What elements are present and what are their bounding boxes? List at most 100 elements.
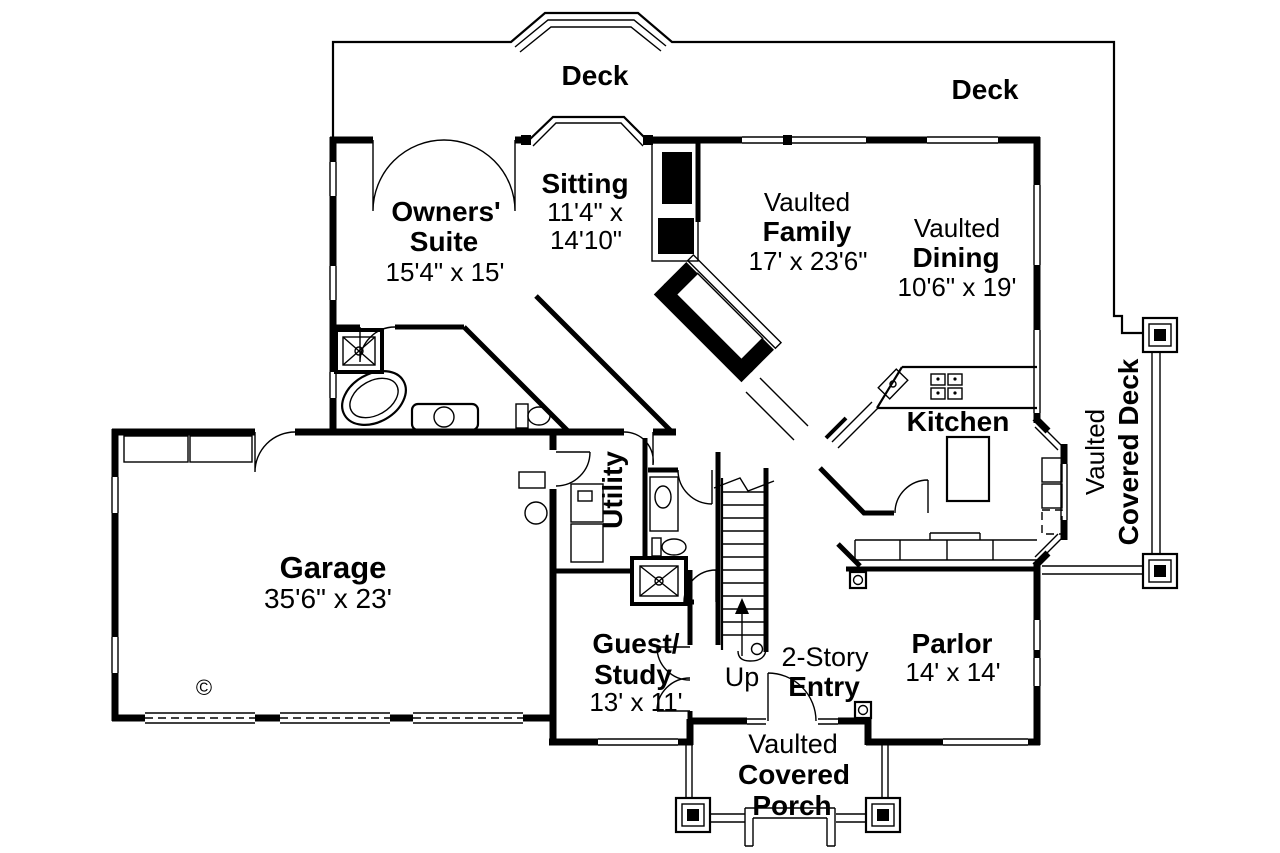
covered-deck-posts: [1141, 316, 1179, 590]
porch-steps: [744, 807, 836, 847]
label-family: Family: [763, 216, 852, 247]
label-entry: Entry: [788, 671, 860, 702]
front-entry-door: [767, 672, 817, 722]
label-parlor: Parlor: [912, 628, 993, 659]
water-heater: [518, 471, 548, 525]
label-parlor-dims: 14' x 14': [905, 657, 1000, 687]
sitting-bay-glass: [532, 122, 644, 147]
porch-rail-left: [685, 745, 693, 798]
label-dining-prefix: Vaulted: [914, 213, 1000, 243]
owners-toilet: [515, 403, 551, 429]
stair-newel: [750, 642, 764, 656]
label-owners-line1: Owners': [391, 196, 500, 227]
window-guest-bottom: [598, 738, 678, 746]
powder-vanity: [649, 476, 679, 532]
label-porch-prefix: Vaulted: [748, 729, 838, 759]
deck-outline: [331, 11, 1161, 575]
label-sitting: Sitting: [541, 168, 628, 199]
label-garage: Garage: [280, 550, 387, 585]
wall-kitchen-hall: [818, 466, 894, 516]
kitchen-island: [945, 435, 991, 503]
fixtures: [123, 328, 1063, 720]
chimney-outline: [651, 142, 699, 262]
guest-double-doors: [656, 646, 691, 712]
porch-post-left: [674, 796, 712, 834]
wall-nook-bay: [1032, 415, 1068, 569]
wall-kitchen-corner: [836, 542, 862, 568]
kitchen-counter: [876, 365, 1037, 410]
windows-owners-left: [329, 162, 337, 398]
wall-guest-top: [553, 568, 694, 605]
label-sitting-dims1: 11'4" x: [547, 197, 623, 227]
nook-seats: [1041, 457, 1063, 535]
windows-nook-bay: [1034, 422, 1068, 562]
label-deck-top: Deck: [562, 60, 629, 91]
label-dining-dims: 10'6" x 19': [898, 272, 1017, 302]
hearth-edge-lines: [745, 377, 809, 441]
label-guest-line1: Guest/: [592, 628, 679, 659]
deck-post-top: [1141, 316, 1179, 354]
windows-garage-left: [111, 477, 119, 673]
deck-bump-inner-line: [514, 19, 667, 48]
label-deck-right: Deck: [952, 74, 1019, 105]
label-garage-dims: 35'6" x 23': [264, 583, 392, 614]
garage-utility-door: [555, 451, 591, 487]
window-dining-top: [927, 136, 998, 144]
windows: [111, 135, 1068, 746]
label-porch-line2: Porch: [752, 790, 831, 821]
covered-deck-rail: [1151, 352, 1161, 554]
sitting-bay-outline: [527, 115, 649, 142]
powder-toilet: [651, 537, 687, 557]
stair-up-arrow-head: [735, 598, 749, 614]
labels: Deck Deck Owners' Suite 15'4" x 15' Sitt…: [196, 60, 1144, 821]
fireplace: [653, 253, 783, 383]
owners-tub: [341, 370, 407, 426]
parlor-column-top: [848, 570, 868, 590]
windows-dining-right: [1033, 185, 1041, 413]
owners-vanity: [410, 402, 480, 432]
label-utility: Utility: [597, 451, 628, 529]
porch-post-right: [864, 796, 902, 834]
washer-dryer: [570, 483, 604, 563]
label-family-prefix: Vaulted: [764, 187, 850, 217]
garage-side-door: [254, 431, 296, 473]
wall-closet-diagonal-lower: [462, 325, 570, 433]
guest-shower: [630, 556, 688, 606]
label-covered-deck: Covered Deck: [1113, 358, 1144, 545]
windows-parlor-right: [1033, 620, 1041, 686]
owners-shower: [334, 328, 384, 374]
powder-door: [677, 469, 713, 505]
label-kitchen: Kitchen: [907, 406, 1010, 437]
mullion-family-top: [783, 135, 792, 145]
hall-utility-door: [623, 431, 654, 466]
deck-post-bottom: [1141, 552, 1179, 590]
window-parlor-bottom: [943, 738, 1028, 746]
entry-sidelights: [747, 718, 838, 725]
chimney-mass-2: [658, 218, 694, 254]
label-up: Up: [725, 662, 760, 692]
wall-entry-front: [686, 717, 872, 745]
wall-closet-diagonal-upper: [534, 294, 674, 434]
garage-door-frames: [145, 712, 523, 724]
label-family-dims: 17' x 23'6": [749, 246, 868, 276]
label-guest-dims: 13' x 11': [589, 687, 682, 717]
label-guest-line2: Study: [594, 659, 672, 690]
kitchen-hall-door: [894, 479, 929, 514]
bay-corner-left: [521, 135, 531, 145]
garage-workbench: [123, 435, 253, 463]
fireplace-chimney: [651, 142, 809, 441]
kitchen-stove: [930, 373, 963, 400]
label-owners-dims: 15'4" x 15': [386, 257, 505, 287]
label-covered-deck-prefix: Vaulted: [1080, 409, 1110, 495]
label-sitting-dims2: 14'10": [550, 225, 622, 255]
label-entry-prefix: 2-Story: [781, 642, 869, 672]
porch-rail-right: [881, 745, 889, 798]
deck-boundary: [331, 11, 1143, 335]
deck-bump-inner-line2: [519, 26, 662, 53]
porch-rail-bottom: [710, 813, 866, 823]
copyright-mark: ©: [196, 675, 212, 700]
porch-outline: [674, 745, 902, 847]
covered-deck-floor-edge: [1042, 565, 1143, 575]
